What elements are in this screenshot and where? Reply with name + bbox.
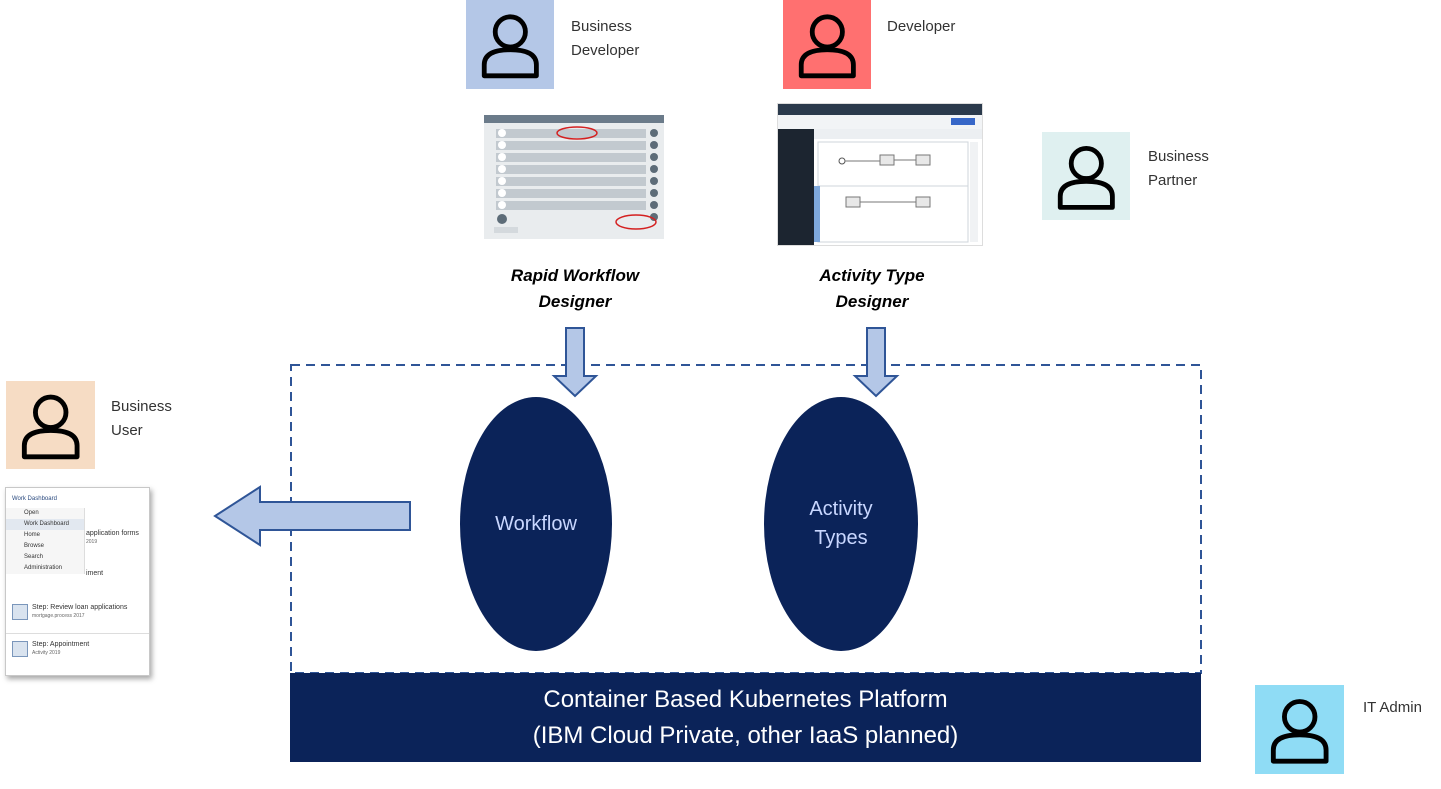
person-icon (1270, 699, 1329, 764)
dashboard-card-divider (6, 633, 149, 634)
dashboard-card-icon (12, 641, 28, 657)
platform-subtitle: (IBM Cloud Private, other IaaS planned) (532, 721, 959, 749)
activity-type-designer-screenshot (777, 103, 983, 246)
it-admin-avatar (1255, 685, 1344, 774)
person-icon (481, 14, 539, 79)
dashboard-card-sub: Activity 2019 (32, 650, 61, 656)
dashboard-card-sub: 2019 (86, 539, 98, 545)
business-partner-label: Business Partner (1148, 148, 1209, 189)
business-user-avatar (6, 381, 95, 469)
business-partner-avatar (1042, 132, 1130, 220)
person-icon (798, 14, 856, 79)
workflow-circle: Workflow (460, 397, 612, 651)
dashboard-card: Step: Appointment (32, 641, 90, 648)
arrow-down-icon (852, 327, 900, 398)
business-developer-avatar (466, 0, 554, 89)
kubernetes-platform-bar: Container Based Kubernetes Platform (IBM… (290, 673, 1201, 762)
dashboard-card: application forms (86, 530, 139, 537)
work-dashboard-screenshot: Work Dashboard Open Work Dashboard Home … (5, 487, 150, 676)
arrow-left-icon (213, 485, 411, 547)
platform-title: Container Based Kubernetes Platform (543, 685, 948, 713)
activity-types-circle: Activity Types (764, 397, 918, 651)
dashboard-menu: Open Work Dashboard Home Browse Search A… (6, 508, 85, 574)
menu-item: Work Dashboard (6, 519, 84, 530)
person-icon (21, 394, 80, 460)
menu-item: Administration (24, 565, 63, 571)
menu-item: Open (24, 510, 39, 516)
activity-type-designer-label: Activity Type Designer (819, 266, 925, 311)
menu-item: Home (24, 532, 41, 538)
dashboard-card: iment (86, 570, 104, 577)
activity-types-label-line1: Activity (809, 498, 873, 520)
developer-avatar (783, 0, 871, 89)
business-user-label: Business User (111, 398, 172, 439)
it-admin-label: IT Admin (1363, 699, 1422, 716)
dashboard-card-sub: mortgage.process 2017 (32, 613, 85, 619)
business-developer-label: Business Developer (571, 18, 640, 59)
rapid-workflow-designer-label: Rapid Workflow Designer (510, 266, 640, 311)
workflow-label: Workflow (495, 512, 577, 535)
menu-item: Search (24, 554, 44, 560)
dashboard-card: Step: Review loan applications (32, 604, 128, 611)
dashboard-card-icon (12, 604, 28, 620)
rapid-workflow-designer-screenshot (484, 115, 664, 239)
person-icon (1057, 146, 1115, 210)
arrow-down-icon (551, 327, 599, 398)
developer-label: Developer (887, 18, 956, 35)
activity-types-label-line2: Types (814, 527, 868, 549)
dashboard-menu-title: Work Dashboard (12, 496, 57, 502)
menu-item: Browse (24, 543, 45, 549)
